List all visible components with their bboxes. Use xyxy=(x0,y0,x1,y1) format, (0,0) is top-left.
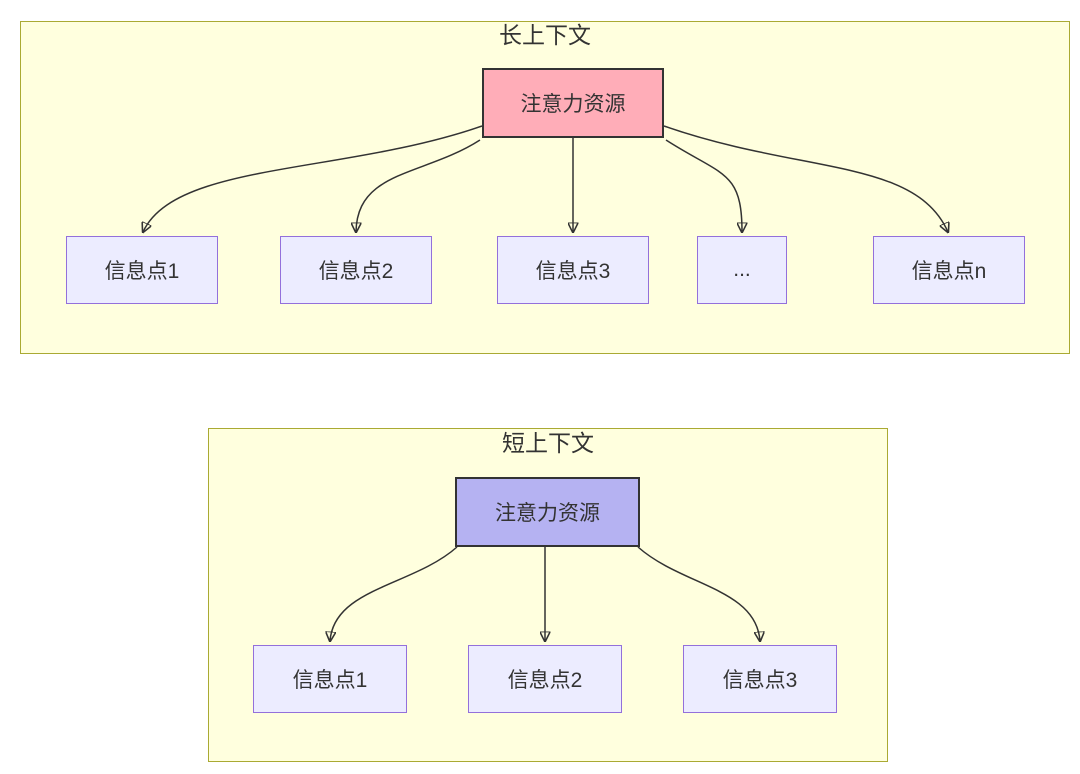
short-context-title: 短上下文 xyxy=(502,430,594,456)
long-info-node-ellipsis: ... xyxy=(697,236,787,304)
long-attention-node: 注意力资源 xyxy=(482,68,664,138)
long-info-node-n: 信息点n xyxy=(873,236,1025,304)
short-info-node-1: 信息点1 xyxy=(253,645,407,713)
short-info-node-3: 信息点3 xyxy=(683,645,837,713)
long-context-title: 长上下文 xyxy=(499,22,591,48)
long-info-node-2: 信息点2 xyxy=(280,236,432,304)
short-info-node-2: 信息点2 xyxy=(468,645,622,713)
short-attention-node: 注意力资源 xyxy=(455,477,640,547)
long-info-node-1: 信息点1 xyxy=(66,236,218,304)
long-info-node-3: 信息点3 xyxy=(497,236,649,304)
